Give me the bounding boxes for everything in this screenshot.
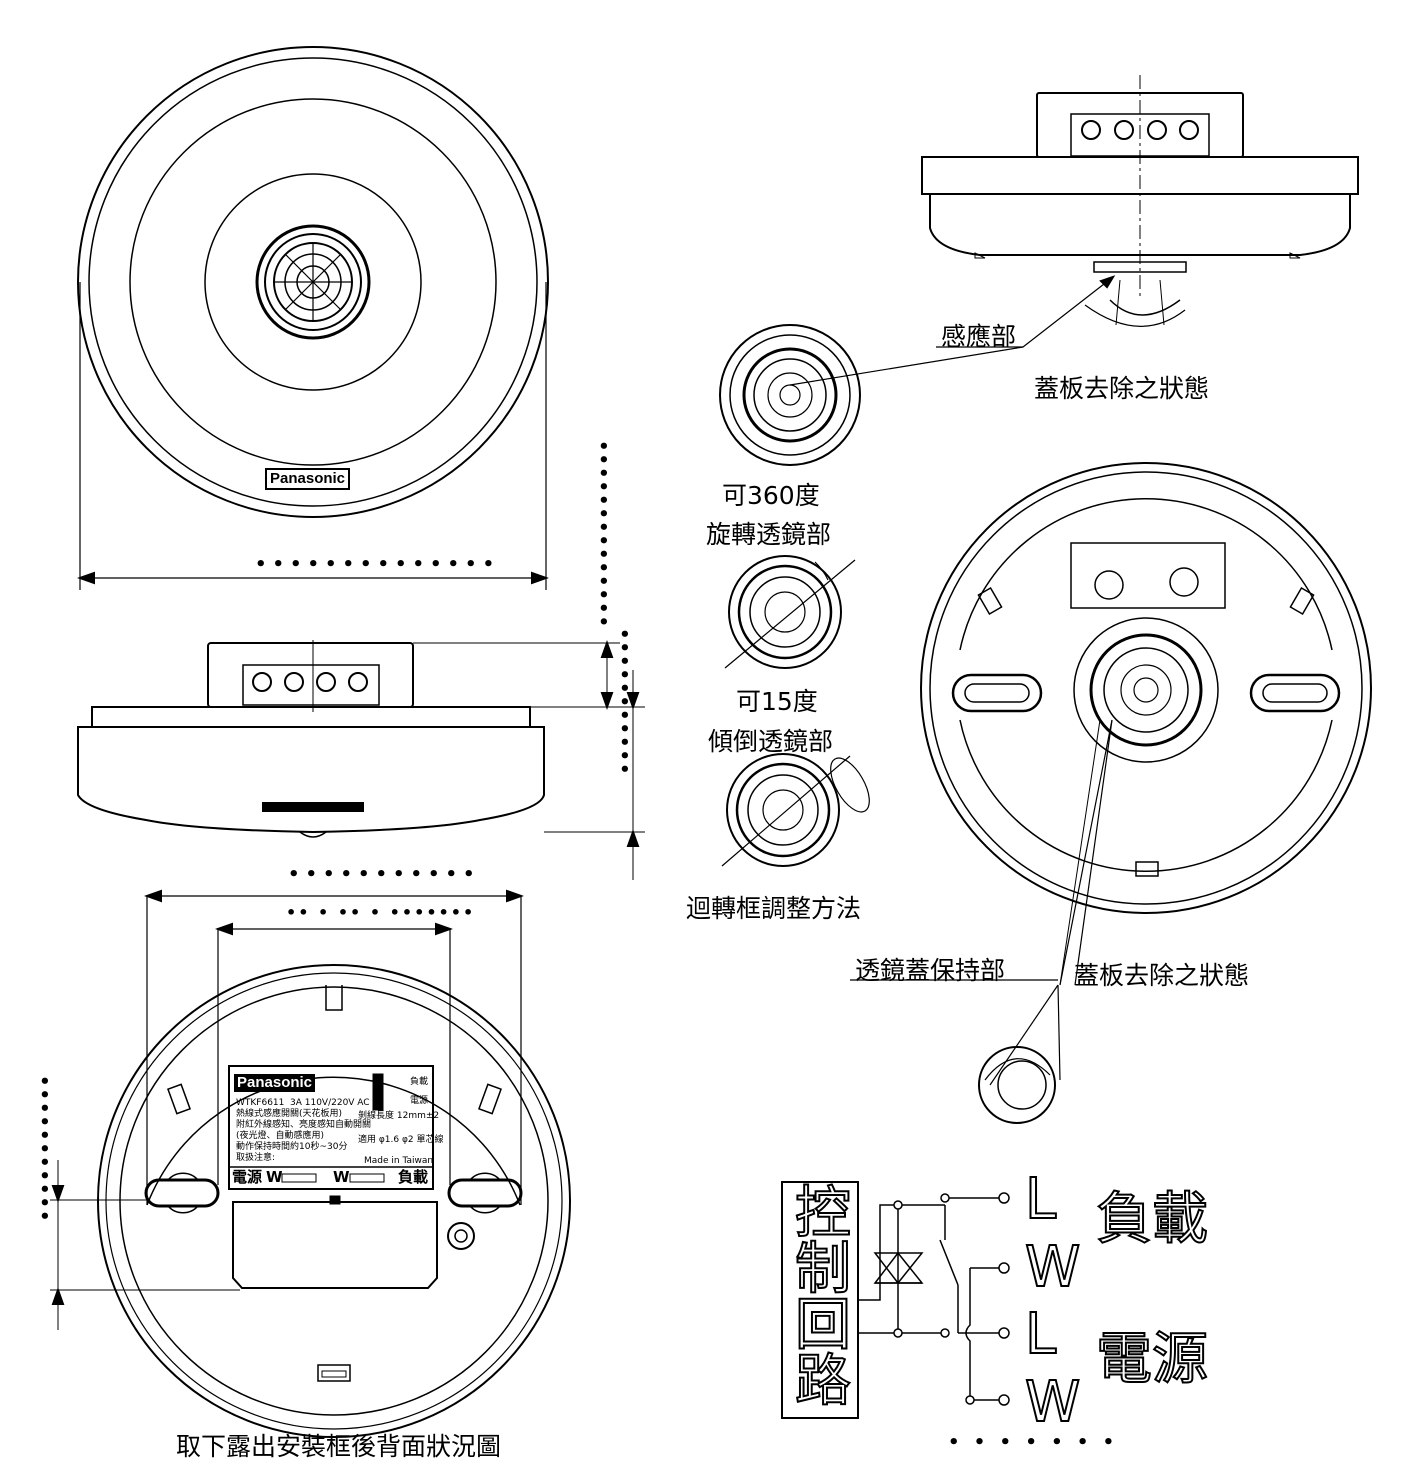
nameplate-wire-spec2: 適用 φ1.6 φ2 單芯線 xyxy=(358,1135,444,1145)
lens-detail-views xyxy=(719,324,870,867)
power-label: 電源 xyxy=(1095,1327,1209,1392)
control-circuit-char-4: 路 xyxy=(794,1349,852,1414)
terminal-L-load: L xyxy=(1024,1167,1057,1232)
side-height-inner-dimension: ••••••••••• xyxy=(613,628,634,777)
nameplate-wire-spec: 剝線長度 12mm±2 xyxy=(358,1111,440,1121)
cover-removed-top-label: 蓋板去除之狀態 xyxy=(1034,374,1210,403)
cover-removed-side-view xyxy=(789,75,1359,386)
nameplate-line5: 取扱注意: xyxy=(236,1153,276,1163)
terminal-W-power: W xyxy=(1024,1370,1081,1435)
nameplate-brand-logo: Panasonic xyxy=(234,1074,316,1092)
control-circuit-char-2: 制 xyxy=(794,1237,852,1302)
back-width-outer-dimension: •• • •• • ••••••• xyxy=(286,903,476,922)
control-circuit-char-3: 回 xyxy=(794,1293,852,1358)
nameplate-rating: 3A 110V/220V AC xyxy=(290,1098,370,1108)
top-width-dimension: •••••••••••••• xyxy=(255,554,501,575)
terminal-w1-label: W xyxy=(266,1168,283,1186)
side-view xyxy=(77,640,645,880)
lens-cover-holder-label: 透鏡蓋保持部 xyxy=(855,956,1006,985)
cover-removed-bottom-label: 蓋板去除之狀態 xyxy=(1074,961,1250,990)
top-view xyxy=(77,46,549,590)
back-view xyxy=(50,889,571,1438)
tilt-15-label-1: 可15度 xyxy=(736,687,818,716)
rotate-360-label-2: 旋轉透鏡部 xyxy=(706,520,832,549)
nameplate-model: WTKF6611 xyxy=(236,1098,285,1108)
nameplate-made-in: Made in Taiwan xyxy=(364,1156,434,1166)
nameplate-line3: (夜光燈、自動感應用) xyxy=(236,1131,325,1141)
back-view-caption: 取下露出安裝框後背面狀況圖 xyxy=(176,1432,502,1461)
side-height-outer-dimension: •••••••••••••• xyxy=(592,440,613,630)
wiring-diagram xyxy=(781,1181,1010,1419)
terminal-load-label: 負載 xyxy=(398,1168,429,1186)
nameplate-line4: 動作保持時間約10秒~30分 xyxy=(236,1142,348,1152)
nameplate-side-load: 負載 xyxy=(410,1077,429,1087)
control-circuit-char-1: 控 xyxy=(794,1181,852,1246)
terminal-w2-label: W xyxy=(333,1168,350,1186)
terminal-W-load: W xyxy=(1024,1235,1081,1300)
nameplate-line2: 附紅外線感知、亮度感知自動開關 xyxy=(236,1120,372,1130)
tilt-15-label-2: 傾倒透鏡部 xyxy=(708,727,834,756)
nameplate-line1: 熱線式感應開關(天花板用) xyxy=(236,1109,343,1119)
cover-removed-bottom-view xyxy=(850,462,1372,1124)
back-depth-dimension: ••••••••••• xyxy=(33,1075,54,1224)
frame-adjust-label: 迴轉框調整方法 xyxy=(686,894,862,923)
nameplate-side-power: 電源 xyxy=(410,1096,429,1106)
terminal-power-label: 電源 xyxy=(232,1168,263,1186)
rotate-360-label-1: 可360度 xyxy=(722,481,820,510)
sensor-part-label: 感應部 xyxy=(941,322,1017,351)
top-view-brand-logo: Panasonic xyxy=(265,468,351,490)
side-width-dimension: ••••••••••• xyxy=(288,864,481,885)
load-label: 負載 xyxy=(1095,1187,1209,1252)
terminal-L-power: L xyxy=(1024,1302,1057,1367)
circuit-note-dots: • • • • • • • xyxy=(948,1432,1119,1453)
